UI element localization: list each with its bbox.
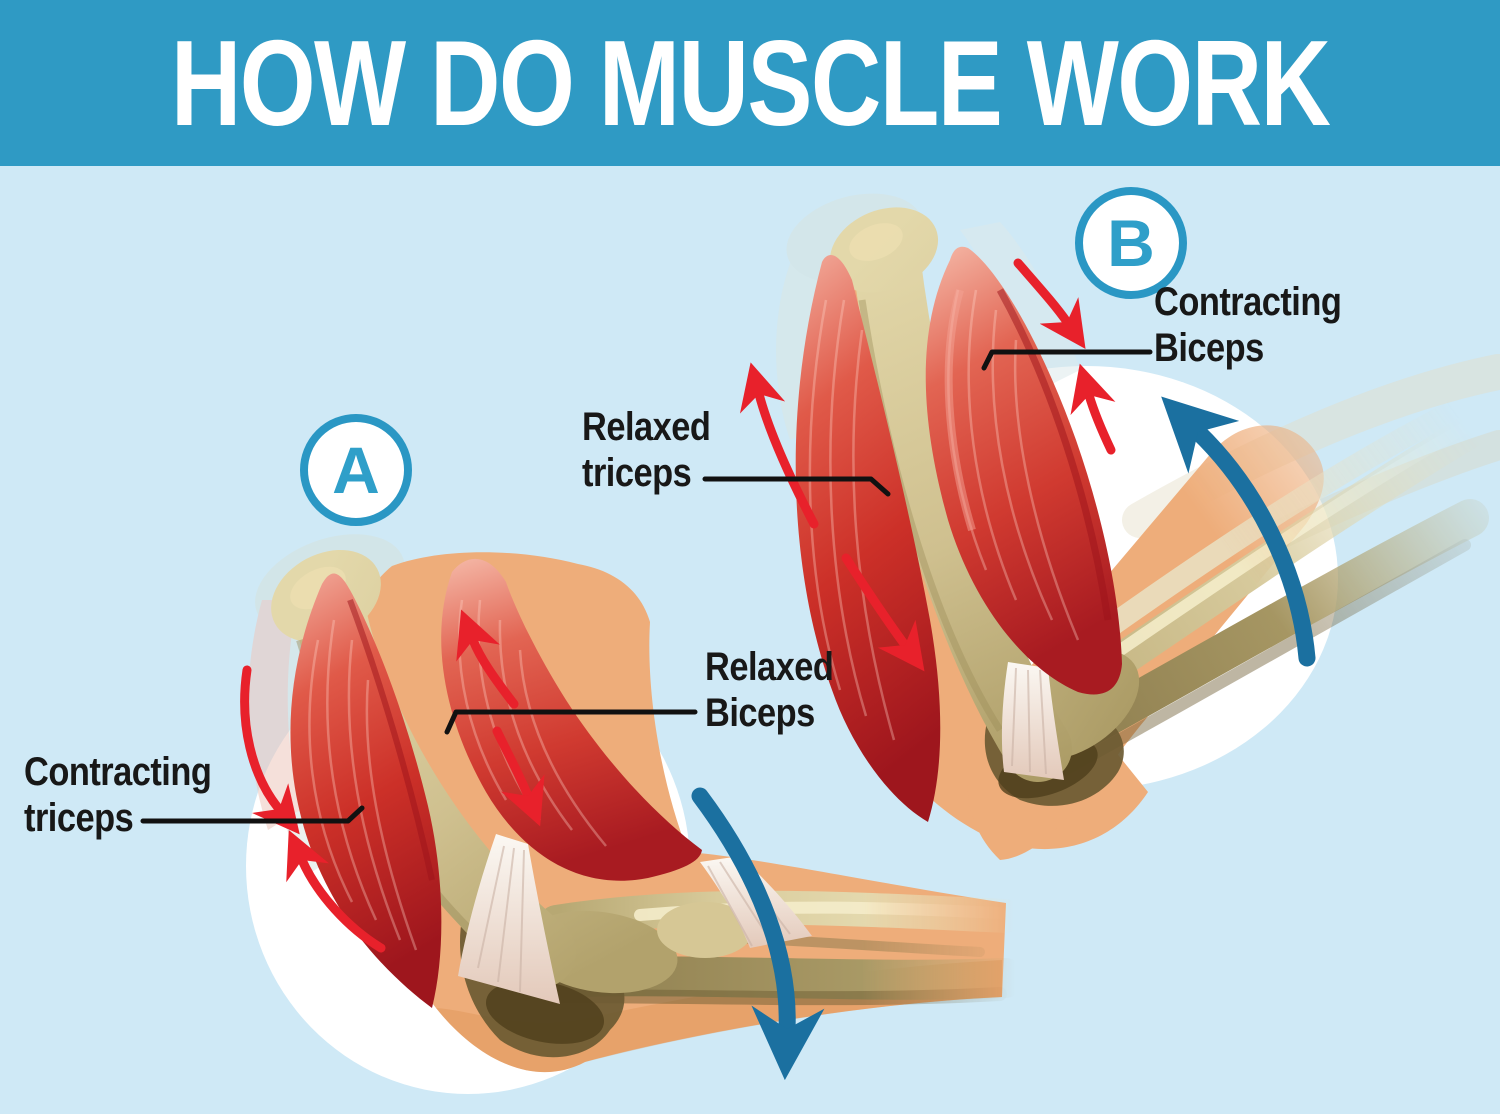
label-line: triceps [582,450,692,495]
panel-b-badge: B [1075,187,1187,299]
contraction-arrows-b-biceps-icon [1013,258,1116,455]
label-contracting-biceps: Contracting Biceps [1154,280,1342,371]
label-line: Relaxed [582,405,711,449]
leader-relaxed-triceps [702,476,891,497]
forearm-extension-arrow-icon [691,787,825,1081]
triceps-muscle-b [795,255,941,823]
stretch-arrows-a-biceps-icon [456,609,545,827]
panel-b-illustration [739,193,1500,860]
label-line: Relaxed [705,645,834,689]
label-line: Biceps [1154,325,1264,370]
page-title: HOW DO MUSCLE WORK [170,15,1331,151]
panel-a-badge-letter: A [332,433,380,507]
leader-relaxed-biceps [444,709,698,735]
label-line: Biceps [705,690,815,735]
label-line: triceps [24,795,134,840]
contraction-arrows-a-triceps-icon [240,665,386,953]
label-line: Contracting [1154,280,1342,324]
leader-contracting-triceps [140,805,365,824]
stretch-arrows-b-triceps-icon [739,362,925,672]
leader-contracting-biceps [981,349,1153,371]
header-banner: HOW DO MUSCLE WORK [0,0,1500,166]
biceps-tendon-b [1001,662,1064,780]
label-line: Contracting [24,750,212,794]
triceps-muscle-a [290,573,442,1008]
triceps-tendon-a [458,834,560,1004]
label-contracting-triceps: Contracting triceps [24,750,212,841]
panel-a-badge: A [300,414,412,526]
biceps-muscle-b [925,246,1122,695]
label-leader-lines [140,349,1153,824]
forearm-flexion-arrow-icon [1161,396,1316,667]
panel-a-illustration [240,534,1025,1094]
panel-b-badge-letter: B [1107,206,1155,280]
label-relaxed-biceps: Relaxed Biceps [705,645,834,736]
label-relaxed-triceps: Relaxed triceps [582,405,711,496]
